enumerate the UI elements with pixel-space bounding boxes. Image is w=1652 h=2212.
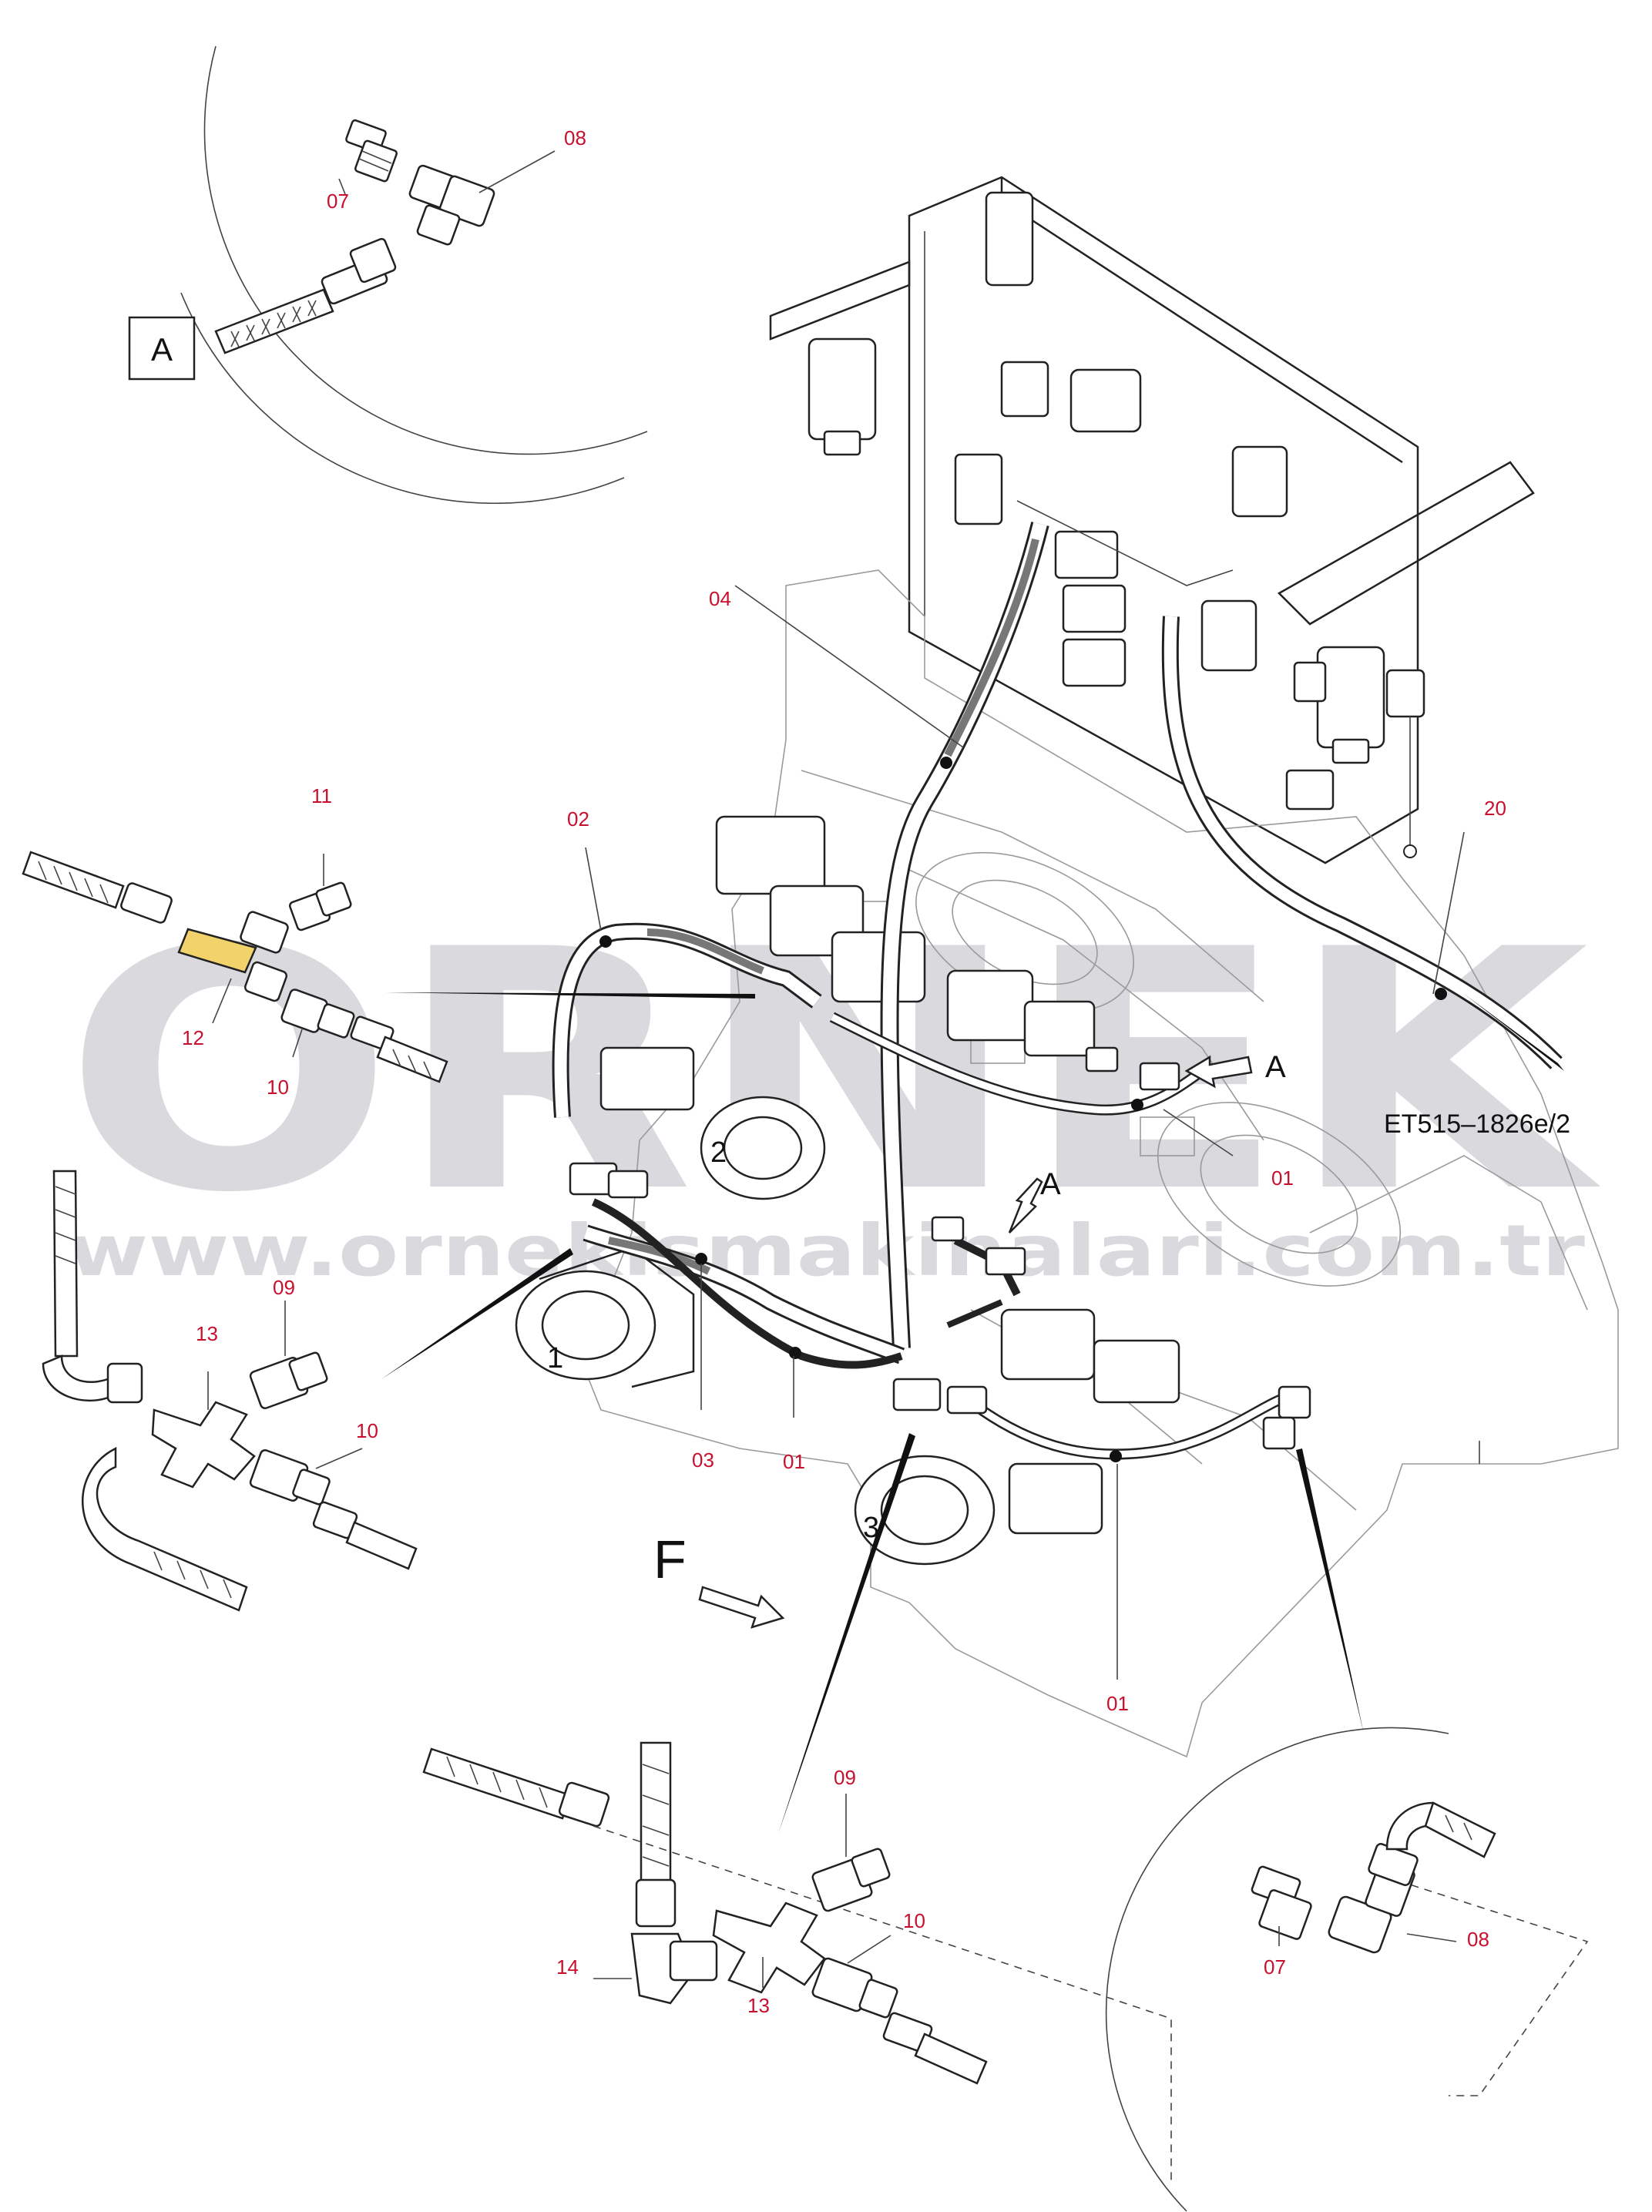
fitting-07-top [345,119,398,183]
view-a-arrows: A A [1008,1050,1286,1234]
label-09-bottom: 09 [834,1766,856,1789]
label-10-left: 10 [267,1076,289,1099]
solenoid-valves [954,361,1425,811]
label-04: 04 [709,587,731,610]
part-labels: 07 08 04 02 11 12 10 20 01 09 13 10 03 0… [182,126,1506,2017]
label-11: 11 [311,784,332,807]
filter-left [808,337,877,441]
detail-a-box-letter: A [151,331,173,368]
pump-3 [854,1308,1180,1566]
label-13-left: 13 [196,1322,218,1345]
hoses [552,522,1563,1462]
assembly-number-1: 1 [547,1342,563,1375]
cross-fitting-detail-left [42,1170,418,1612]
label-20: 20 [1484,797,1506,820]
label-03: 03 [692,1448,714,1472]
tee-12-highlight [177,928,257,974]
detail-a-box [128,316,196,381]
view-a-arrow-letter-1: A [1265,1050,1286,1084]
tee-fitting-detail [22,851,448,1083]
detail-a-circle: A [128,45,648,505]
pump-1 [515,1247,695,1388]
label-08-top: 08 [564,126,586,149]
pointer-lines [381,585,1564,1834]
elbow-08-top [408,164,495,246]
direction-letter: F [653,1529,687,1589]
label-01-right: 01 [1271,1166,1294,1190]
drawing-code: ET515–1826e/2 [1384,1109,1570,1139]
label-08-right: 08 [1467,1928,1489,1951]
hose-01-lower [967,1389,1296,1460]
label-12: 12 [182,1026,204,1049]
label-02: 02 [567,807,589,831]
pump-2 [599,815,1096,1200]
label-09-left: 09 [273,1276,295,1299]
view-a-arrow-letter-2: A [1040,1167,1061,1201]
label-01-low: 01 [1106,1692,1129,1715]
transmission-housing [585,569,1619,1758]
hose-01-middle [591,1198,903,1369]
cross-fitting-detail-bottom [422,1741,1172,2180]
label-07-top: 07 [327,190,349,213]
label-10-mid: 10 [356,1419,378,1442]
label-07-right: 07 [1264,1955,1286,1979]
control-valve-panel [769,176,1535,864]
assembly-number-2: 2 [710,1136,727,1169]
detail-circle-bottom-right [1105,1727,1589,2212]
label-14: 14 [556,1955,579,1979]
hose-end-detail-a [214,237,397,354]
filter-right [1316,646,1385,749]
assembly-number-3: 3 [863,1512,879,1544]
label-10-bottom: 10 [903,1909,925,1932]
label-13-bottom: 13 [747,1994,770,2017]
direction-arrow-f: F [653,1529,785,1629]
label-01-mid: 01 [783,1450,805,1473]
